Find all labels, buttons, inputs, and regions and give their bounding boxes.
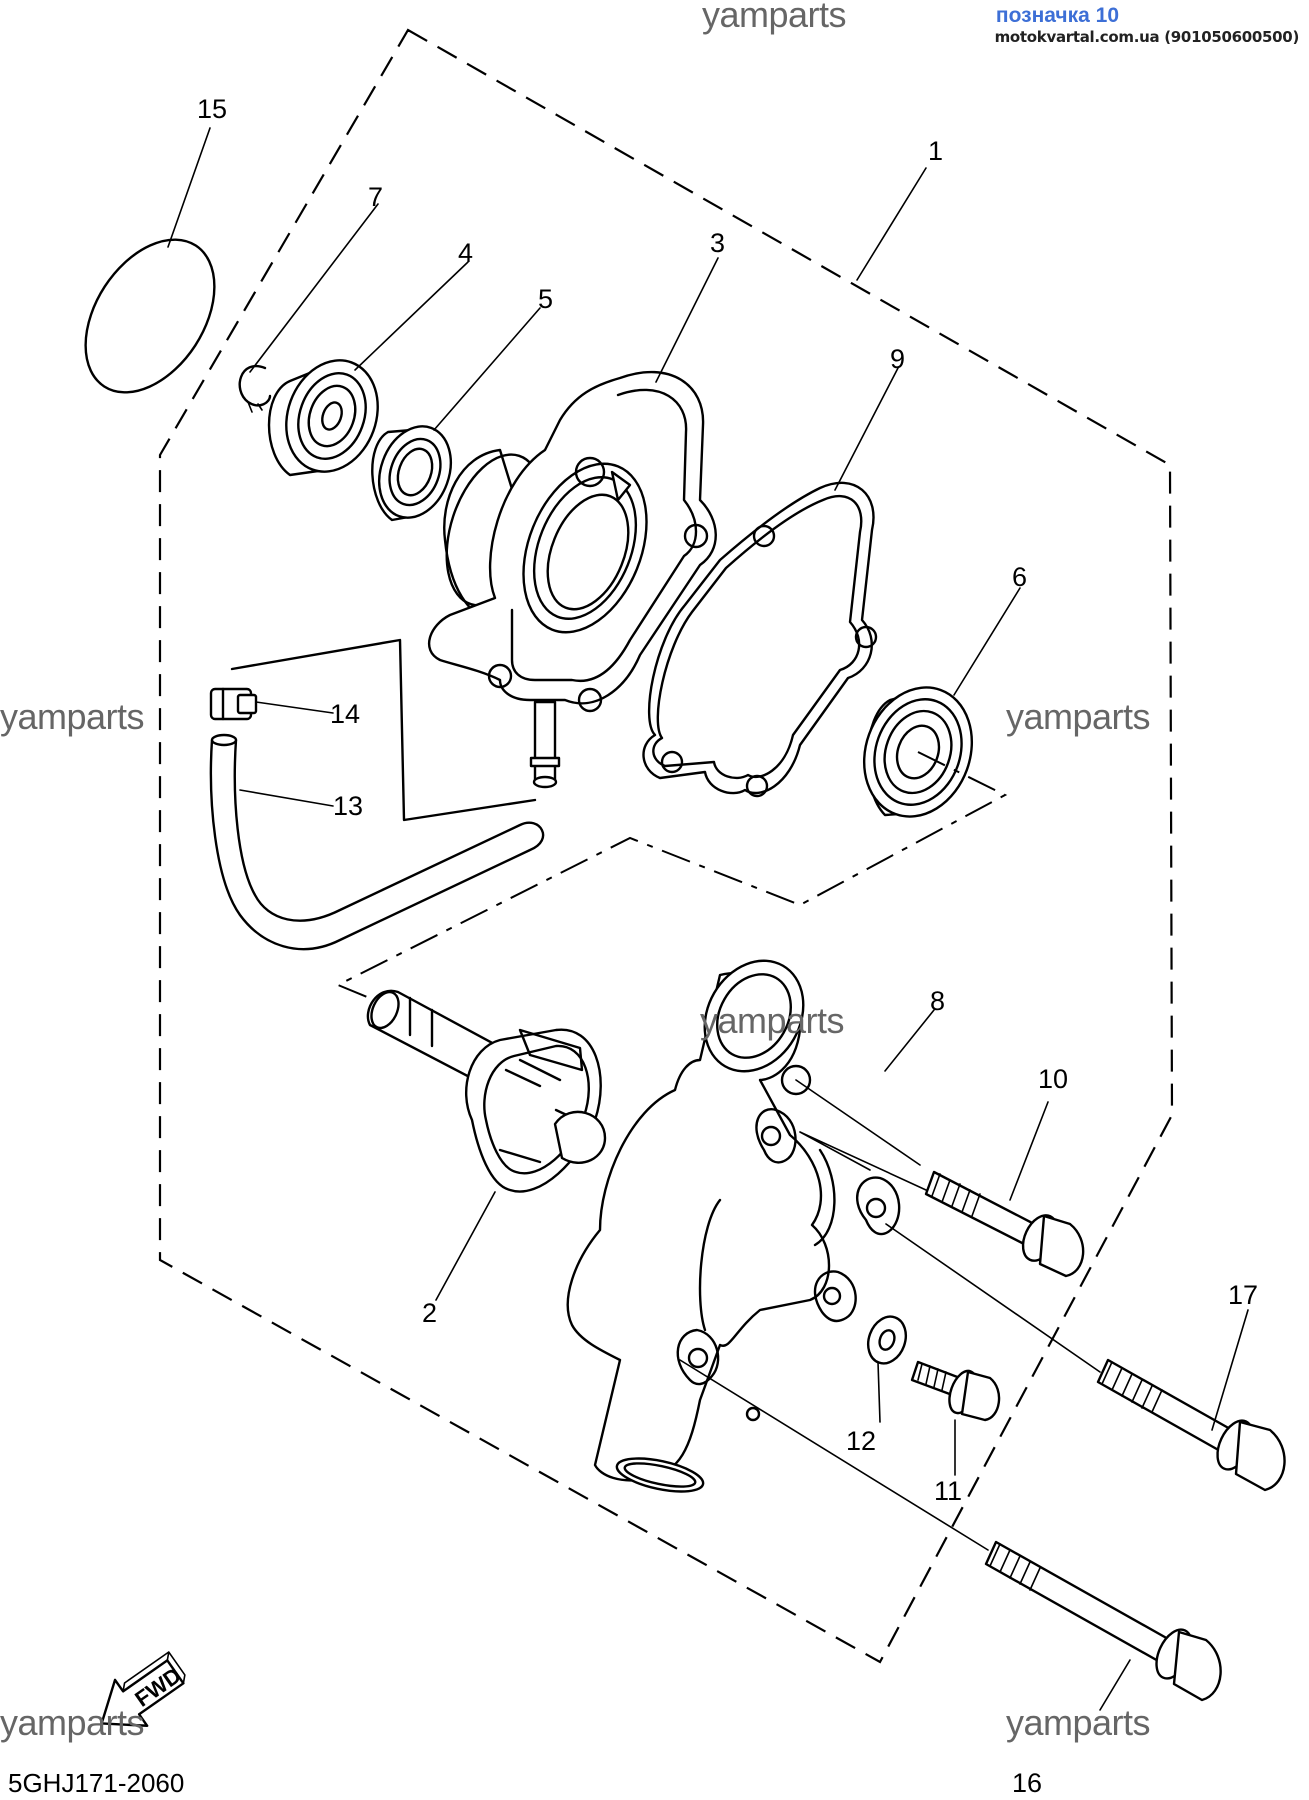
watermark-right: yamparts — [1006, 696, 1151, 737]
label-4: 4 — [458, 238, 473, 268]
label-11: 11 — [934, 1476, 962, 1506]
header-note: позначка 10 — [995, 4, 1119, 27]
label-3: 3 — [710, 228, 725, 258]
part-11-bolt — [910, 1360, 1001, 1422]
leader-lines — [167, 127, 1249, 1711]
part-10-bolt — [924, 1170, 1085, 1278]
label-8: 8 — [930, 986, 945, 1016]
label-1: 1 — [928, 136, 943, 166]
label-16: 16 — [1012, 1768, 1042, 1798]
part-9-gasket — [642, 481, 878, 798]
part-16-bolt — [984, 1540, 1222, 1702]
label-5: 5 — [538, 284, 553, 314]
part-17-bolt — [1096, 1358, 1286, 1492]
label-9: 9 — [890, 344, 905, 374]
part-13-hose — [209, 733, 545, 951]
part-12-washer — [866, 1315, 908, 1365]
assembly-outline — [158, 28, 1174, 1664]
part-7-circlip — [238, 364, 272, 413]
part-3-pump-housing — [428, 370, 717, 789]
watermark-center: yamparts — [700, 1000, 845, 1041]
part-labels: 1 2 3 4 5 6 7 8 9 10 11 12 13 14 15 16 1… — [197, 94, 1258, 1798]
part-5-oil-seal — [371, 425, 452, 522]
label-6: 6 — [1012, 562, 1027, 592]
header-source: motokvartal.com.ua (901050600500) — [994, 28, 1300, 46]
label-13: 13 — [333, 791, 363, 821]
watermark-bottom-right: yamparts — [1006, 1702, 1151, 1743]
watermark-top: yamparts — [702, 0, 847, 35]
part-15-o-ring — [84, 238, 216, 394]
label-17: 17 — [1228, 1280, 1258, 1310]
label-14: 14 — [330, 699, 360, 729]
part-2-impeller — [366, 989, 607, 1193]
watermark-left: yamparts — [0, 696, 145, 737]
part-8-pump-body — [566, 959, 901, 1493]
diagram-code: 5GHJ171-2060 — [8, 1768, 185, 1798]
label-2: 2 — [422, 1298, 437, 1328]
watermark-bottom-left: yamparts — [0, 1702, 145, 1743]
label-15: 15 — [197, 94, 227, 124]
part-14-hose-clamp — [209, 687, 258, 721]
label-10: 10 — [1038, 1064, 1068, 1094]
label-12: 12 — [846, 1426, 876, 1456]
label-7: 7 — [368, 182, 383, 212]
part-4-bearing — [267, 359, 379, 477]
